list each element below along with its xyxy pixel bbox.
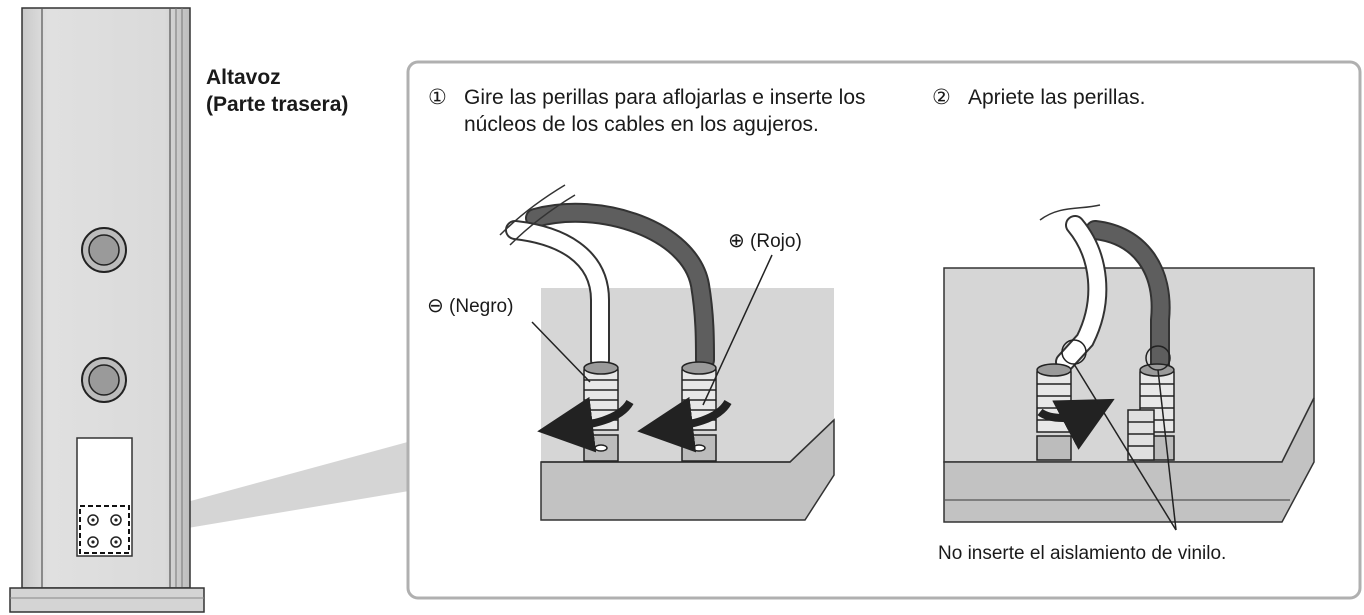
bass-port-upper bbox=[81, 227, 127, 273]
step2-instruction: ② Apriete las perillas. bbox=[932, 84, 1145, 111]
step1-illustration bbox=[499, 184, 835, 521]
speaker-label-line1: Altavoz bbox=[206, 66, 281, 89]
speaker-label-line2: (Parte trasera) bbox=[206, 93, 349, 116]
positive-label-text: (Rojo) bbox=[750, 231, 802, 252]
bass-port-lower bbox=[81, 357, 127, 403]
step2-illustration bbox=[943, 204, 1315, 531]
step1-number: ① bbox=[428, 86, 447, 109]
positive-terminal-label: ⊕ (Rojo) bbox=[728, 228, 802, 255]
speaker-tower bbox=[9, 7, 205, 613]
step2-number: ② bbox=[932, 86, 951, 109]
speaker-label: Altavoz (Parte trasera) bbox=[206, 64, 348, 118]
step1-instruction: ① Gire las perillas para aflojarlas e in… bbox=[428, 84, 868, 138]
negative-symbol: ⊖ bbox=[427, 295, 444, 317]
negative-label-text: (Negro) bbox=[449, 296, 514, 317]
callout-wedge bbox=[128, 440, 415, 538]
vinyl-warning: No inserte el aislamiento de vinilo. bbox=[938, 543, 1227, 564]
positive-symbol: ⊕ bbox=[728, 230, 745, 252]
step2-text: Apriete las perillas. bbox=[968, 86, 1146, 109]
negative-terminal-label: ⊖ (Negro) bbox=[427, 293, 513, 320]
terminal-plate bbox=[76, 437, 133, 557]
step1-text: Gire las perillas para aflojarlas e inse… bbox=[464, 86, 866, 136]
